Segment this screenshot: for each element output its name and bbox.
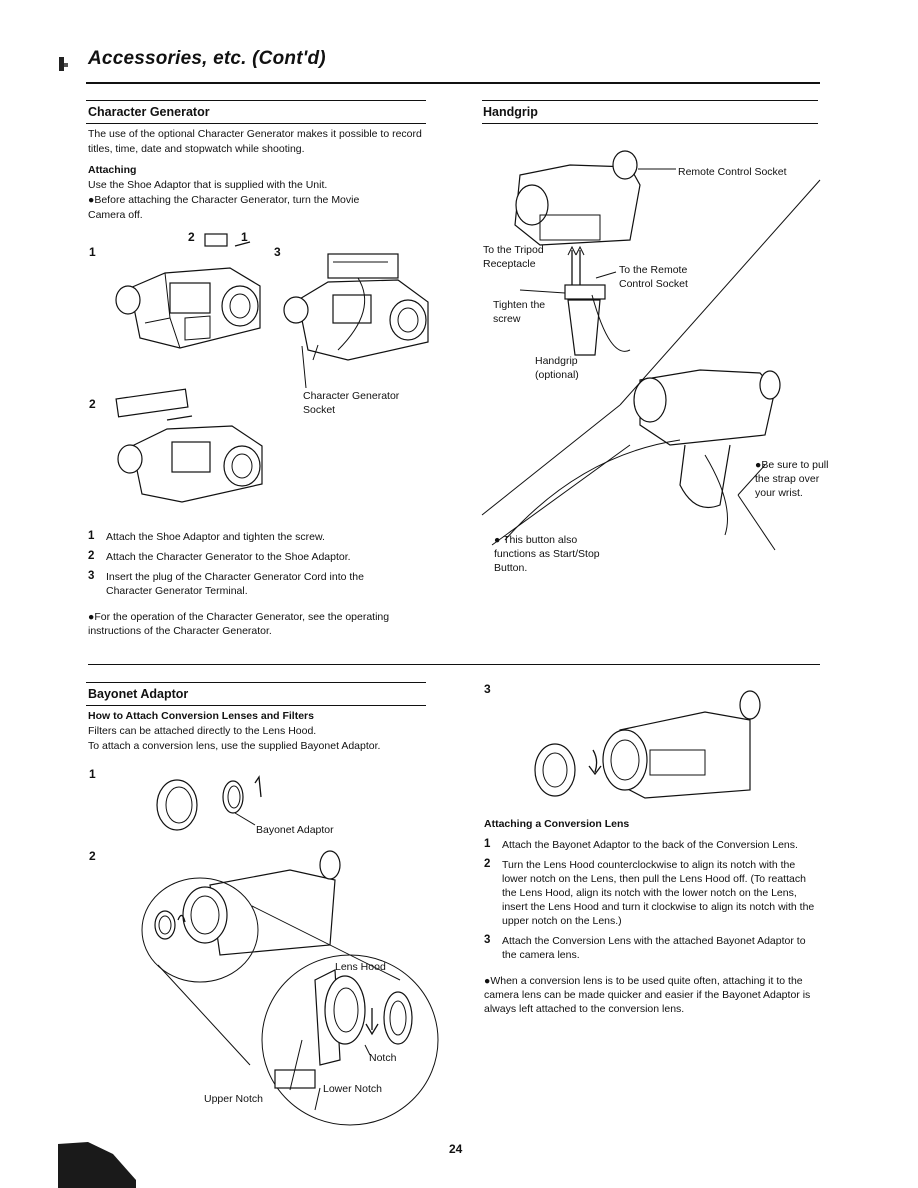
step-number: 1 xyxy=(484,838,491,850)
ba-fig1: 1 xyxy=(89,767,96,781)
step-number: 3 xyxy=(88,570,95,582)
conversion-lens-illustration xyxy=(534,690,761,799)
step-number: 3 xyxy=(484,934,491,946)
ba-line1: Filters can be attached directly to the … xyxy=(88,725,317,737)
hg-heading-rule xyxy=(482,123,818,124)
ba-top-rule xyxy=(86,682,426,683)
ba-lower-notch: Lower Notch xyxy=(323,1083,382,1095)
hg-top-rule xyxy=(482,100,818,101)
step-number: 2 xyxy=(484,858,491,870)
title-marker-icon xyxy=(59,57,68,71)
lens-hood-illustration xyxy=(141,850,439,1126)
ba-heading-rule xyxy=(86,705,426,706)
hg-to-remote: To the Remote Control Socket xyxy=(619,264,688,290)
hg-heading: Handgrip xyxy=(483,105,538,119)
ba-upper-notch: Upper Notch xyxy=(204,1093,263,1105)
cg-fig-num-2: 2 xyxy=(188,230,195,244)
ba-subheading: How to Attach Conversion Lenses and Filt… xyxy=(88,710,314,722)
camcorder-illustration-3 xyxy=(283,253,429,361)
cg-note: ●For the operation of the Character Gene… xyxy=(88,611,390,637)
ba-fig3: 3 xyxy=(484,682,491,696)
cl-note: ●When a conversion lens is to be used qu… xyxy=(484,975,811,1015)
page-title: Accessories, etc. (Cont'd) xyxy=(88,48,326,69)
cl-step: 3 Attach the Conversion Lens with the at… xyxy=(484,934,816,962)
cg-heading: Character Generator xyxy=(88,105,210,119)
cg-fig-num-3: 3 xyxy=(274,245,281,259)
cg-intro: The use of the optional Character Genera… xyxy=(88,128,422,155)
handgrip-illustration xyxy=(481,150,821,551)
cg-step: 3 Insert the plug of the Character Gener… xyxy=(88,570,423,598)
cg-step: 1 Attach the Shoe Adaptor and tighten th… xyxy=(88,530,423,544)
ba-adaptor-label: Bayonet Adaptor xyxy=(256,824,334,836)
hg-button: ● This button also functions as Start/St… xyxy=(494,534,600,574)
cl-heading: Attaching a Conversion Lens xyxy=(484,818,630,830)
cg-socket-label: Character Generator Socket xyxy=(303,390,400,416)
step-number: 2 xyxy=(88,550,95,562)
hg-handgrip: Handgrip (optional) xyxy=(535,355,579,381)
cg-step: 2 Attach the Character Generator to the … xyxy=(88,550,423,564)
step-number: 1 xyxy=(88,530,95,542)
header-rule xyxy=(86,82,820,84)
cg-bullet: ●Before attaching the Character Generato… xyxy=(88,194,360,221)
ba-fig2: 2 xyxy=(89,849,96,863)
cg-attaching-heading: Attaching xyxy=(88,164,137,176)
ba-line2: To attach a conversion lens, use the sup… xyxy=(88,740,381,752)
hg-strap: ●Be sure to pull the strap over your wri… xyxy=(755,459,829,499)
cg-fig-step2: 2 xyxy=(89,397,96,411)
step-text: Attach the Character Generator to the Sh… xyxy=(106,551,351,563)
step-text: Attach the Shoe Adaptor and tighten the … xyxy=(106,531,325,543)
page-number: 24 xyxy=(449,1142,463,1156)
socket-leader-line xyxy=(301,345,307,389)
bayonet-lenses-illustration xyxy=(156,775,262,831)
cl-steps: 1 Attach the Bayonet Adaptor to the back… xyxy=(484,838,816,968)
ba-notch: Notch xyxy=(369,1052,397,1064)
cg-top-rule xyxy=(86,100,426,101)
corner-scan-mark xyxy=(58,1142,136,1188)
ba-heading: Bayonet Adaptor xyxy=(88,687,189,701)
section-divider xyxy=(88,664,820,665)
cl-step: 2 Turn the Lens Hood counterclockwise to… xyxy=(484,858,816,928)
cg-fig-step1: 1 xyxy=(89,245,96,259)
hg-tighten: Tighten the screw xyxy=(493,299,546,325)
step-text: Turn the Lens Hood counterclockwise to a… xyxy=(502,859,815,927)
step-text: Insert the plug of the Character Generat… xyxy=(106,571,364,597)
hg-tripod: To the Tripod Receptacle xyxy=(483,244,544,270)
step-text: Attach the Bayonet Adaptor to the back o… xyxy=(502,839,798,851)
ba-lens-hood: Lens Hood xyxy=(335,961,386,973)
camcorder-illustration-1 xyxy=(115,233,261,349)
cg-attaching-text: Use the Shoe Adaptor that is supplied wi… xyxy=(88,179,328,191)
cg-heading-rule xyxy=(86,123,426,124)
cl-step: 1 Attach the Bayonet Adaptor to the back… xyxy=(484,838,816,852)
camcorder-illustration-2 xyxy=(115,388,263,503)
step-text: Attach the Conversion Lens with the atta… xyxy=(502,935,806,961)
cg-fig-num-1: 1 xyxy=(241,230,248,244)
cg-steps: 1 Attach the Shoe Adaptor and tighten th… xyxy=(88,530,423,604)
hg-remote-socket: Remote Control Socket xyxy=(678,166,787,178)
